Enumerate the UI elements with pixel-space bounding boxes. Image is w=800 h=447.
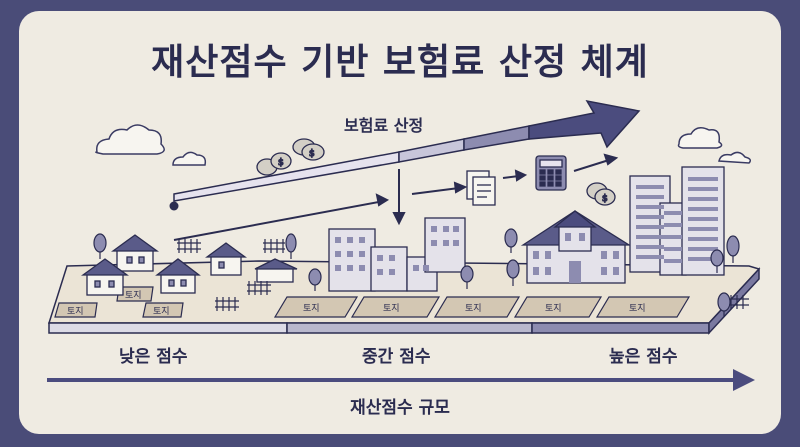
lot-tiles-low bbox=[54, 286, 184, 318]
cloud-icon bbox=[95, 124, 165, 155]
lot-tiles-mid-high bbox=[273, 296, 691, 318]
infographic-card: 재산점수 기반 보험료 산정 체계 bbox=[19, 11, 781, 434]
tier-low-label: 낮은 점수 bbox=[119, 347, 188, 367]
svg-text:토지: 토지 bbox=[383, 303, 400, 314]
svg-text:토지: 토지 bbox=[465, 303, 482, 314]
tier-mid-label: 중간 점수 bbox=[362, 347, 431, 367]
axis-label: 재산점수 규모 bbox=[350, 398, 450, 418]
fence-icon bbox=[177, 239, 749, 311]
houses-low bbox=[81, 234, 298, 296]
flow-arrow bbox=[173, 153, 619, 241]
tree-icon bbox=[93, 228, 740, 317]
page-title: 재산점수 기반 보험료 산정 체계 bbox=[151, 42, 649, 83]
buildings-mid bbox=[328, 217, 466, 292]
cloud-icon bbox=[718, 151, 752, 164]
coin-stack-icon: $ bbox=[292, 138, 325, 161]
premium-label: 보험료 산정 bbox=[344, 116, 424, 135]
scene-illustration: $ $ $ bbox=[47, 99, 761, 391]
svg-text:토지: 토지 bbox=[303, 303, 320, 314]
svg-text:$: $ bbox=[602, 194, 608, 204]
cloud-icon bbox=[172, 151, 207, 166]
premium-arrow bbox=[173, 99, 641, 202]
svg-text:토지: 토지 bbox=[629, 303, 646, 314]
skyscrapers bbox=[629, 166, 725, 276]
mansion bbox=[520, 210, 632, 284]
svg-text:$: $ bbox=[309, 149, 315, 159]
scale-axis-arrow bbox=[47, 369, 755, 391]
document-icon bbox=[466, 170, 496, 206]
svg-text:토지: 토지 bbox=[545, 303, 562, 314]
svg-text:토지: 토지 bbox=[67, 306, 84, 317]
cloud-icon bbox=[677, 127, 723, 149]
coin-stack-icon: $ bbox=[256, 152, 292, 176]
calculator-icon bbox=[535, 155, 567, 191]
tier-high-label: 높은 점수 bbox=[609, 347, 678, 367]
svg-text:토지: 토지 bbox=[125, 290, 142, 301]
lot-labels: 토지 토지 토지 토지 토지 토지 토지 토지 bbox=[67, 290, 646, 317]
svg-text:$: $ bbox=[278, 158, 284, 168]
svg-text:토지: 토지 bbox=[153, 306, 170, 317]
coin-stack-icon: $ bbox=[586, 182, 616, 206]
